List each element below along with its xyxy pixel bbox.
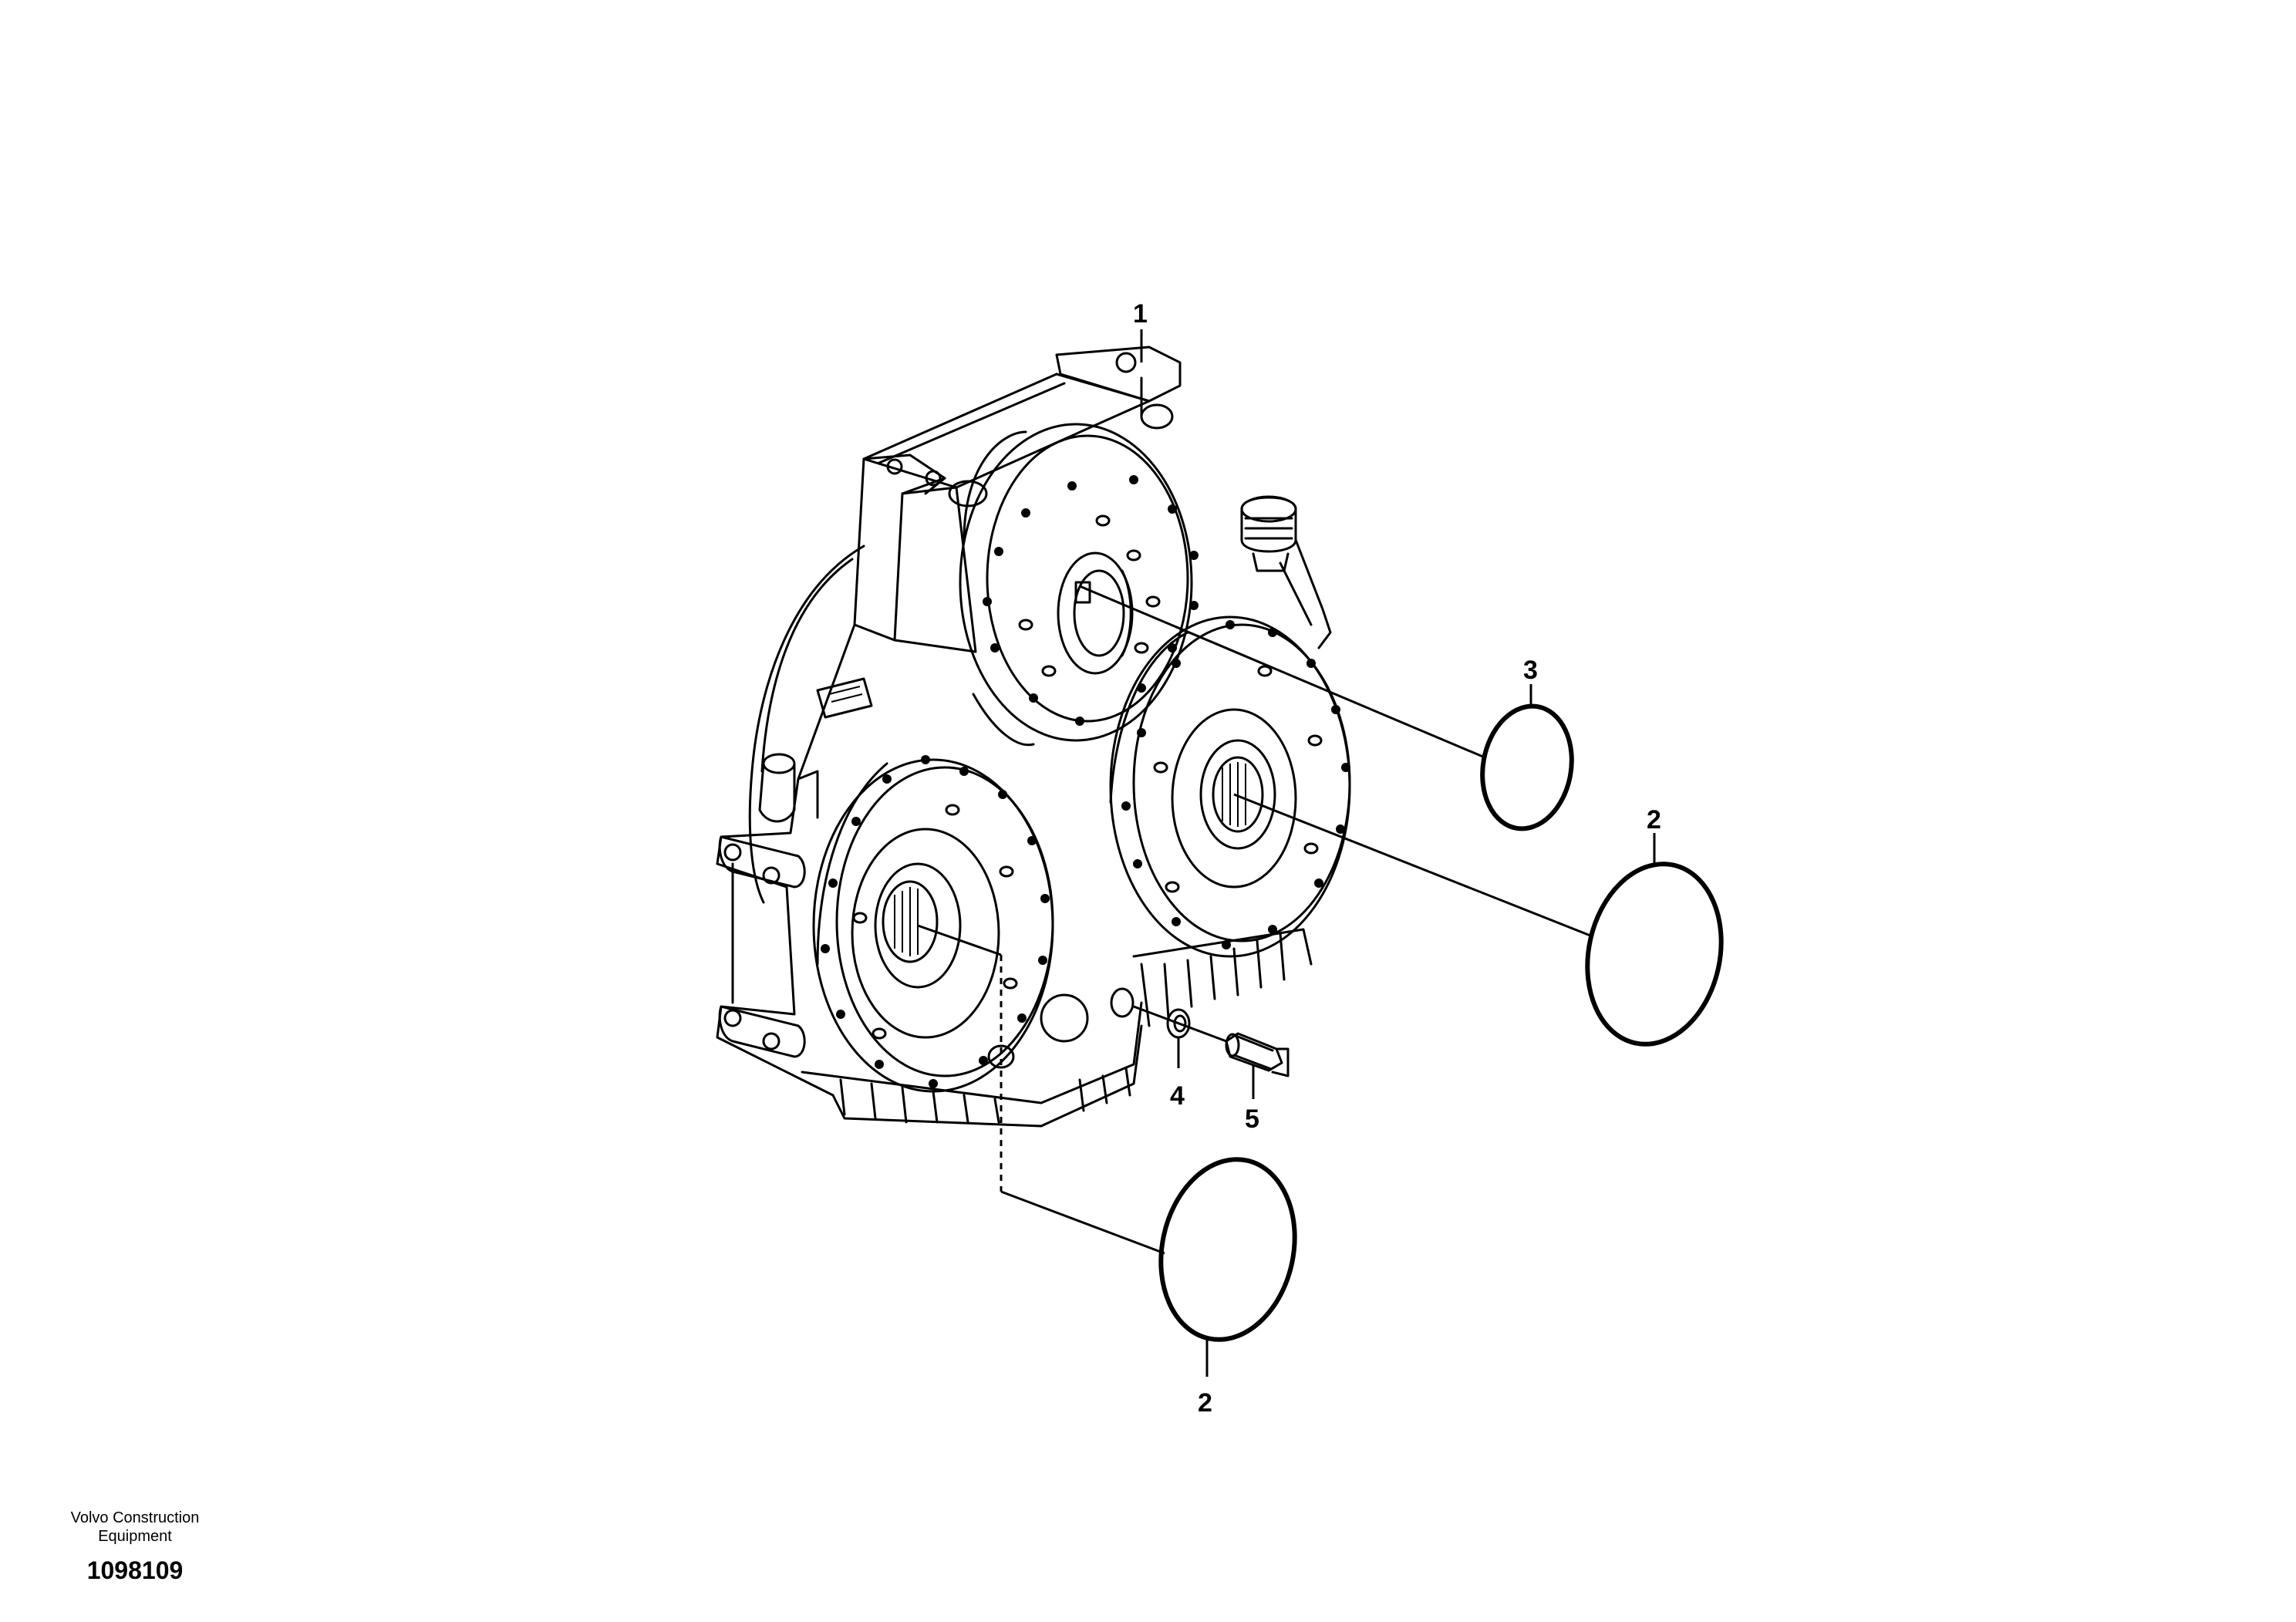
top-output-flange [959, 423, 1199, 747]
transfer-gearbox-housing [716, 346, 1332, 1128]
right-output-flange [1109, 615, 1351, 958]
brand-caption: Volvo Construction Equipment [31, 1509, 239, 1546]
lower-output-flange [812, 755, 1054, 1093]
callout-1: 1 [1133, 299, 1148, 329]
o-ring-large-bottom [1158, 1157, 1297, 1342]
callout-2-bottom: 2 [1198, 1388, 1212, 1418]
plug [1225, 1032, 1290, 1077]
callout-3: 3 [1523, 656, 1538, 685]
o-ring-large-right [1585, 862, 1724, 1047]
leader-lines [917, 329, 1656, 1377]
brand-line-2: Equipment [98, 1528, 172, 1545]
callout-2-right: 2 [1647, 805, 1661, 835]
callout-5: 5 [1245, 1104, 1259, 1134]
callout-4: 4 [1170, 1081, 1185, 1111]
brand-line-1: Volvo Construction [70, 1509, 200, 1526]
drawing-number: 1098109 [86, 1556, 184, 1584]
o-ring-small [1480, 703, 1574, 831]
